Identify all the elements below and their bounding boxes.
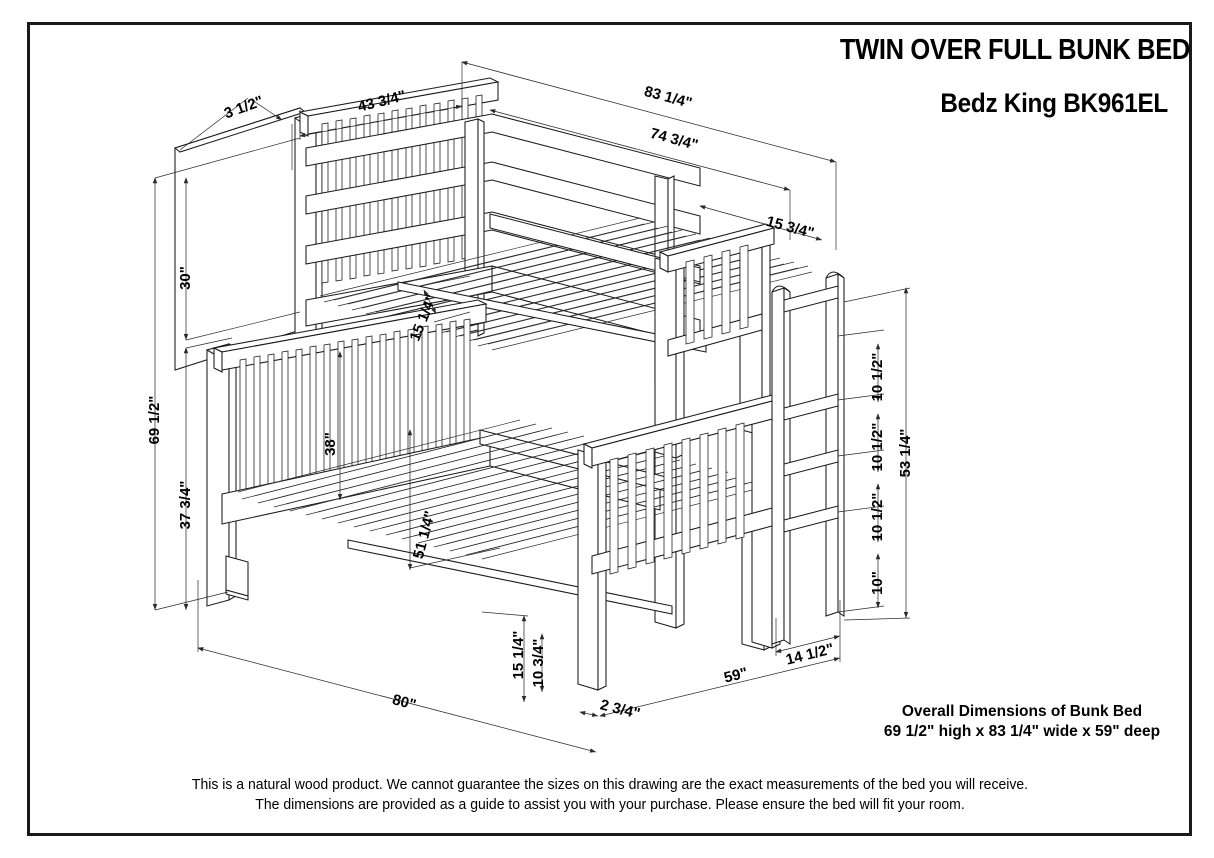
dim-upper-bunk-height: 30" <box>177 266 194 290</box>
dim-ladder-rung-2: 10 1/2" <box>869 423 886 472</box>
dim-upper-deck-length: 74 3/4" <box>648 125 700 154</box>
dim-ladder-rung-3: 10 1/2" <box>869 493 886 542</box>
dim-clearance-upper: 15 1/4" <box>510 631 527 680</box>
dimension-lines <box>152 61 911 753</box>
drawing-title-model: Bedz King BK961EL <box>940 88 1168 118</box>
dim-lower-headboard-height: 38" <box>322 432 339 456</box>
page-border <box>27 22 1192 836</box>
dim-lower-deck-length: 80" <box>390 691 417 714</box>
lower-bunk-assembly <box>205 299 786 691</box>
dim-ladder-width: 14 1/2" <box>784 640 835 668</box>
disclaimer-block: This is a natural wood product. We canno… <box>82 775 1138 815</box>
overall-dimensions-block: Overall Dimensions of Bunk Bed 69 1/2" h… <box>842 702 1202 742</box>
dim-ladder-rung-4: 10" <box>869 571 886 595</box>
overall-dimensions-heading: Overall Dimensions of Bunk Bed <box>901 703 1143 720</box>
dim-top-rail-thickness: 3 1/2" <box>222 93 266 123</box>
dim-overall-depth: 59" <box>722 664 749 686</box>
dim-lower-deck-width: 51 1/4" <box>410 509 439 561</box>
dim-ladder-total: 53 1/4" <box>897 429 914 478</box>
dim-clearance-lower: 10 3/4" <box>530 639 547 688</box>
dim-lower-bunk-height: 37 3/4" <box>177 481 194 530</box>
dim-overall-width: 83 1/4" <box>642 83 694 112</box>
drawing-title-primary: TWIN OVER FULL BUNK BED <box>839 34 1190 66</box>
dim-ladder-rung-1: 10 1/2" <box>869 353 886 402</box>
dim-leg-offset: 2 3/4" <box>598 696 641 722</box>
overall-dimensions-value: 69 1/2" high x 83 1/4" wide x 59" deep <box>883 723 1161 740</box>
ladder-assembly <box>771 271 845 645</box>
disclaimer-line-2: The dimensions are provided as a guide t… <box>255 797 965 813</box>
disclaimer-line-1: This is a natural wood product. We canno… <box>191 777 1029 793</box>
dim-overall-height: 69 1/2" <box>146 396 163 445</box>
